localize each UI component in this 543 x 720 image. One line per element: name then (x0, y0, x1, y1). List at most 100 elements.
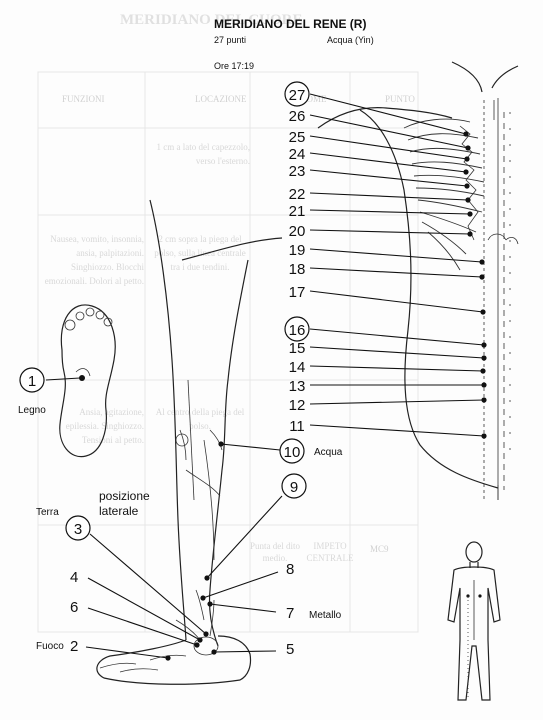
point-12-marker (481, 397, 487, 403)
point-16-label: 16 (289, 322, 306, 339)
leader-line-27 (309, 93, 467, 135)
leader-line-25 (309, 135, 468, 160)
leader-line-17 (309, 290, 484, 313)
point-13-marker (481, 382, 487, 388)
bleed-row4-code: MC9 (370, 544, 389, 554)
point-23-marker (464, 183, 470, 189)
point-24-label: 24 (289, 146, 306, 163)
acqua-label: Acqua (314, 447, 343, 458)
bleed-col-nome: NOME (300, 94, 327, 104)
legno-label: Legno (18, 405, 46, 416)
bleed-col-locazione: LOCAZIONE (195, 94, 247, 104)
bleed-row4-location: Punta del dito medio. (250, 541, 300, 563)
point-3-label: 3 (74, 521, 82, 538)
point-10-label: 10 (284, 444, 301, 461)
point-16-marker (481, 342, 487, 348)
bleed-row1: 1 cm a lato del capezzolo, verso l'ester… (156, 142, 250, 166)
element-label: Acqua (Yin) (327, 35, 374, 45)
point-21-label: 21 (289, 203, 306, 220)
leader-line-12 (309, 399, 485, 405)
point-12-label: 12 (289, 397, 306, 414)
point-1-circle (19, 367, 45, 393)
leader-line-11 (309, 424, 485, 437)
point-18-label: 18 (289, 261, 306, 278)
point-25-label: 25 (289, 129, 306, 146)
point-11-label: 11 (289, 418, 305, 435)
leader-line-23 (309, 169, 468, 187)
bleed-col-punto: PUNTO (385, 94, 415, 104)
leg-figure (96, 199, 283, 685)
leader-line-16 (309, 328, 485, 346)
point-11-marker (481, 433, 487, 439)
point-20-marker (467, 231, 473, 237)
point-3-circle (65, 515, 91, 541)
leader-line-22 (309, 192, 469, 201)
point-23-label: 23 (289, 163, 306, 180)
point-8-label: 8 (286, 561, 294, 578)
point-26-label: 26 (289, 108, 306, 125)
point-27-marker (463, 131, 469, 137)
leader-line-21 (309, 209, 471, 215)
page-title: MERIDIANO DEL RENE (R) (214, 17, 366, 31)
bleed-row2-location: 2 cm sopra la piega del polso, sulla lin… (154, 234, 246, 272)
point-22-label: 22 (289, 186, 306, 203)
point-26-marker (465, 145, 471, 151)
point-24-marker (463, 169, 469, 175)
point-27-label: 27 (289, 87, 306, 104)
leader-line-20 (309, 229, 471, 235)
point-2-label: 2 (70, 638, 78, 655)
point-9-circle (281, 473, 307, 499)
leader-line-18 (309, 267, 483, 278)
terra-label: Terra (36, 507, 59, 518)
leader-line-24 (309, 152, 467, 173)
small-body-figure (447, 541, 501, 701)
point-21-marker (467, 211, 473, 217)
torso-figure (317, 61, 519, 500)
bleed-row3-location: Al centro della piega del polso. (155, 407, 245, 431)
bleed-row4-name: IMPETO CENTRALE (306, 541, 354, 563)
leader-line-15 (309, 346, 485, 359)
leader-line-14 (309, 365, 484, 372)
point-1-label: 1 (28, 373, 36, 390)
leg-points: 10 Acqua 9 8 7 Metallo 5 3 Terra 4 6 (36, 438, 343, 661)
bleed-through-layer: MERIDIANO DEL CUORE FUNZIONI LOCAZIONE N… (37, 12, 419, 633)
foot-sole-figure: 1 Legno (18, 304, 116, 458)
point-4-label: 4 (70, 569, 78, 586)
fuoco-label: Fuoco (36, 641, 64, 652)
posizione-label: posizione (99, 489, 150, 503)
point-22-marker (465, 197, 471, 203)
point-25-marker (464, 156, 470, 162)
point-15-label: 15 (289, 340, 306, 357)
point-17-marker (480, 309, 486, 315)
point-17-label: 17 (289, 284, 306, 301)
leader-line-19 (309, 248, 483, 263)
point-20-label: 20 (289, 223, 306, 240)
bleed-row2-functions: Nausea, vomito, insonnia, ansia, palpita… (44, 234, 144, 286)
point-14-label: 14 (289, 359, 306, 376)
point-6-label: 6 (70, 599, 78, 616)
point-13-label: 13 (289, 378, 306, 395)
point-1-marker (79, 375, 85, 381)
point-19-marker (479, 259, 485, 265)
bleed-col-funzioni: FUNZIONI (62, 94, 105, 104)
point-27-circle (284, 81, 310, 107)
point-9-label: 9 (290, 479, 298, 496)
point-14-marker (480, 368, 486, 374)
point-5-label: 5 (286, 641, 294, 658)
laterale-label: laterale (99, 504, 139, 518)
point-16-circle (284, 316, 310, 342)
points-count: 27 punti (214, 35, 246, 45)
metallo-label: Metallo (309, 610, 342, 621)
point-10-circle (279, 438, 305, 464)
point-7-label: 7 (286, 605, 294, 622)
point-18-marker (479, 274, 485, 280)
leader-line-26 (309, 114, 469, 149)
point-19-label: 19 (289, 242, 306, 259)
point-15-marker (481, 355, 487, 361)
time-label: Ore 17:19 (214, 61, 254, 71)
bleed-title: MERIDIANO DEL CUORE (120, 12, 303, 28)
bleed-row3-functions: Ansia, agitazione, epilessia. Singhiozzo… (65, 407, 144, 445)
